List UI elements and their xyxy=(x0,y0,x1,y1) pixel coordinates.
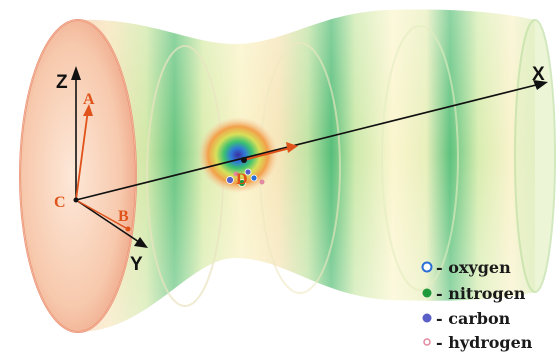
atom-legend: - oxygen - nitrogen - carbon - hydrogen xyxy=(421,258,533,352)
z-axis-arrowhead xyxy=(71,66,81,80)
x-axis-arrowhead xyxy=(533,80,548,90)
point-d-label: D xyxy=(236,171,248,188)
legend-item-carbon: - carbon xyxy=(422,309,511,328)
legend-item-hydrogen: - hydrogen xyxy=(423,333,533,352)
nitrogen-swatch xyxy=(422,288,432,298)
hydrogen-swatch xyxy=(423,338,431,346)
y-axis-label: Y xyxy=(130,254,143,275)
point-c-label: C xyxy=(54,194,66,211)
axes xyxy=(71,66,548,248)
x-axis xyxy=(75,83,541,201)
vector-ca-arrowhead xyxy=(83,104,93,116)
point-a-label: A xyxy=(83,91,95,108)
legend-item-nitrogen: - nitrogen xyxy=(422,284,526,303)
tube-end-cap xyxy=(19,19,137,333)
point-c-marker xyxy=(73,197,79,203)
y-axis-arrowhead xyxy=(134,237,148,248)
legend-label-carbon: - carbon xyxy=(436,309,511,328)
vectors xyxy=(73,104,298,232)
point-b-label: B xyxy=(118,208,129,225)
point-d-marker xyxy=(241,157,247,163)
vector-d xyxy=(243,147,291,161)
legend-label-nitrogen: - nitrogen xyxy=(436,284,526,303)
oxygen-swatch xyxy=(421,261,433,273)
y-axis xyxy=(75,199,143,245)
legend-label-hydrogen: - hydrogen xyxy=(436,333,533,352)
tube-surface xyxy=(80,9,556,333)
legend-item-oxygen: - oxygen xyxy=(421,258,511,277)
z-axis-label: Z xyxy=(56,72,68,93)
vector-cb xyxy=(75,199,127,229)
density-blob xyxy=(198,117,278,193)
vector-d-arrowhead xyxy=(286,142,298,153)
carbon-swatch xyxy=(422,313,432,323)
vector-ca xyxy=(75,109,89,201)
x-axis-label: X xyxy=(532,64,545,85)
point-b-marker xyxy=(125,226,131,232)
legend-label-oxygen: - oxygen xyxy=(436,258,511,277)
